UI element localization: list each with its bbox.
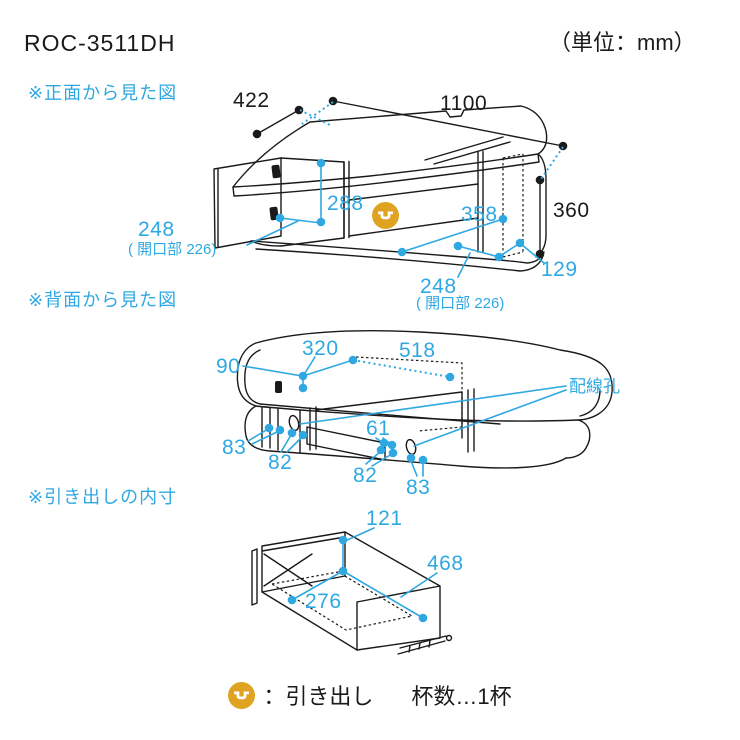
dim-line-121 — [338, 527, 375, 576]
section-title-drawer: ※引き出しの内寸 — [28, 487, 178, 507]
back-hinge — [275, 381, 282, 393]
section-title-front: ※正面から見た図 — [28, 83, 178, 103]
dim-back-82-right-label: 82 — [353, 464, 378, 487]
drawer-glyph — [234, 691, 250, 699]
dim-front-depth-label: 422 — [233, 89, 270, 112]
dim-back-90-label: 90 — [216, 355, 241, 378]
dim-front-bottom-opening-label: 248 — [420, 275, 457, 298]
dim-front-left-opening-label: 248 — [138, 218, 175, 241]
legend-count: 杯数…1杯 — [411, 684, 512, 709]
dim-line-left-opening-248 — [246, 213, 322, 246]
dim-line-288 — [316, 158, 326, 227]
dim-line-468 — [342, 570, 438, 623]
dim-line-518 — [352, 359, 455, 382]
dim-back-61-label: 61 — [366, 417, 391, 440]
dim-back-82-left-label: 82 — [268, 451, 293, 474]
dim-front-left-opening-note: ( 開口部 226) — [128, 241, 217, 258]
dim-line-height-360 — [535, 175, 545, 259]
door-hinge-bottom — [269, 206, 279, 221]
drawer-slide-rail — [397, 634, 453, 655]
dim-line-bottom-opening-248 — [453, 241, 504, 278]
dim-front-358-label: 358 — [461, 203, 498, 226]
wiring-hole-label: 配線孔 — [569, 377, 620, 396]
legend-label: ：引き出し — [263, 684, 374, 709]
door-hinge-top — [271, 164, 281, 179]
dim-front-bottom-opening-note: ( 開口部 226) — [416, 295, 505, 312]
legend: ：引き出し 杯数…1杯 — [0, 679, 740, 711]
dim-drawer-468-label: 468 — [427, 552, 464, 575]
dim-line-82-left — [280, 428, 308, 453]
dim-drawer-276-label: 276 — [305, 590, 342, 613]
drawer-back-panel — [261, 531, 346, 593]
dim-line-83-right — [406, 453, 428, 477]
dim-front-288-label: 288 — [327, 192, 364, 215]
drawer-glyph — [378, 211, 393, 220]
section-title-back: ※背面から見た図 — [28, 290, 178, 310]
front-drawer-panel — [348, 183, 479, 237]
dim-line-129 — [499, 238, 545, 264]
dim-line-83-left — [247, 423, 285, 445]
dim-front-width-label: 1100 — [440, 92, 488, 115]
dim-back-83-left-label: 83 — [222, 436, 247, 459]
dim-line-90 — [242, 365, 308, 393]
dim-line-82-right — [365, 445, 398, 467]
front-open-door — [213, 157, 282, 249]
dim-back-518-label: 518 — [399, 339, 436, 362]
drawer-icon — [372, 202, 399, 229]
wiring-hole-leaders — [299, 385, 567, 447]
drawer-view-drawing — [251, 527, 453, 655]
unit-note: （単位：mm） — [549, 30, 696, 55]
dim-front-129-label: 129 — [541, 258, 578, 281]
dim-drawer-121-label: 121 — [366, 507, 403, 530]
dim-front-height-label: 360 — [553, 199, 590, 222]
wiring-hole-right — [405, 438, 417, 456]
dim-back-83-right-label: 83 — [406, 476, 431, 499]
page-title: ROC-3511DH — [24, 30, 176, 56]
legend-drawer-icon — [228, 681, 256, 709]
wiring-hole-left — [288, 414, 300, 432]
front-top-board — [232, 105, 548, 188]
front-view-drawing — [213, 96, 568, 278]
dim-back-320-label: 320 — [302, 337, 339, 360]
